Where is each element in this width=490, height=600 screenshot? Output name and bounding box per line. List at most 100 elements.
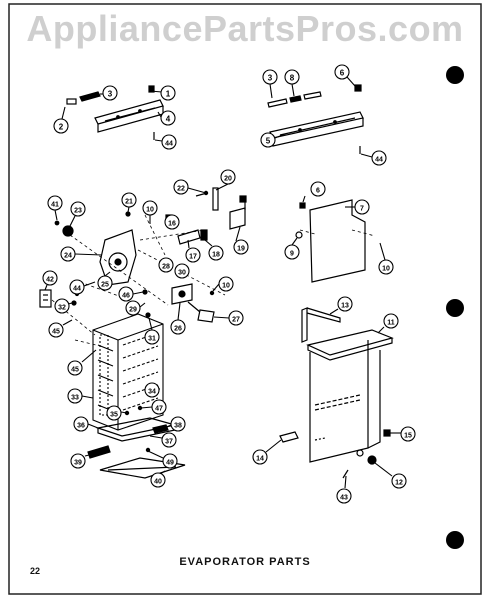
callout-label: 44	[165, 141, 173, 148]
callout-label: 5	[266, 137, 271, 146]
callout: 7	[345, 199, 370, 215]
callout: 4	[157, 110, 176, 126]
callout: 39	[70, 453, 90, 469]
diagram-title: EVAPORATOR PARTS	[179, 556, 311, 568]
callout: 24	[60, 246, 103, 262]
callout-label: 49	[166, 460, 174, 467]
callout: 5	[260, 132, 286, 148]
registration-dot	[446, 299, 464, 317]
part-bracket-top-right	[267, 84, 364, 154]
callout-label: 22	[177, 186, 185, 193]
callout: 23	[69, 201, 86, 227]
callout-label: 20	[224, 176, 232, 183]
callout: 40	[150, 470, 166, 488]
callout-label: 37	[165, 439, 173, 446]
callout-label: 15	[404, 433, 412, 440]
callout-label: 23	[74, 208, 82, 215]
callout: 42	[42, 270, 58, 291]
callout: 10	[378, 242, 394, 275]
callout: 6	[302, 181, 326, 203]
callout: 20	[215, 169, 236, 191]
part-evaporator-coil	[92, 313, 164, 431]
callout: 6	[334, 64, 356, 87]
callout: 45	[48, 319, 73, 338]
callout-label: 36	[77, 423, 85, 430]
callout: 14	[252, 439, 282, 465]
callout-label: 14	[256, 456, 264, 463]
callout-label: 26	[174, 326, 182, 333]
callout-label: 8	[290, 74, 295, 83]
callout: 47	[140, 399, 167, 415]
part-evaporator-cover	[295, 199, 366, 283]
callout-label: 39	[74, 460, 82, 467]
callout-label: 44	[73, 286, 81, 293]
callout: 3	[262, 69, 278, 99]
callout: 35	[106, 405, 128, 421]
callout: 25	[97, 271, 113, 291]
callout-label: 40	[154, 479, 162, 486]
callout: 22	[173, 179, 207, 195]
callout-label: 24	[64, 253, 72, 260]
callout-label: 16	[168, 221, 176, 228]
callout: 3	[100, 85, 118, 101]
callout-label: 19	[237, 246, 245, 253]
callout: 41	[47, 195, 63, 221]
callout-label: 28	[162, 264, 170, 271]
page-border	[8, 3, 482, 595]
registration-dot	[446, 531, 464, 549]
callout: 29	[125, 300, 146, 316]
callout: 31	[144, 317, 160, 345]
callout: 21	[121, 192, 137, 213]
callout: 16	[164, 214, 180, 230]
callout: 10	[142, 200, 158, 224]
callout-label: 32	[58, 305, 66, 312]
callout: 17	[185, 239, 201, 263]
callout: 11	[377, 313, 399, 334]
callout: 38	[166, 416, 186, 432]
callout-label: 44	[375, 157, 383, 164]
callout-label: 41	[51, 202, 59, 209]
callout-label: 18	[212, 252, 220, 259]
callout-label: 42	[46, 277, 54, 284]
callout-label: 43	[340, 495, 348, 502]
callout: 15	[390, 426, 416, 442]
callout: 1	[149, 85, 176, 101]
callout-label: 27	[232, 317, 240, 324]
callout-label: 35	[110, 412, 118, 419]
callout-label: 3	[108, 90, 113, 99]
callout-label: 4	[166, 115, 171, 124]
callout-label: 10	[382, 266, 390, 273]
callout: 43	[336, 475, 352, 504]
callout: 10	[212, 276, 234, 292]
callout: 44	[360, 150, 387, 166]
callout: 8	[284, 69, 300, 97]
callout-label: 29	[129, 307, 137, 314]
callout-label: 6	[340, 69, 345, 78]
callout-labels: 1 2 3 4 44 3 8 6 5 44 22 20 41 23 21 10 …	[42, 64, 416, 504]
callout: 46	[118, 286, 144, 302]
callout-label: 9	[290, 251, 294, 258]
callout: 30	[174, 263, 190, 279]
callout: 28	[158, 257, 174, 273]
callout: 34	[144, 382, 160, 398]
callout-label: 30	[178, 270, 186, 277]
callout-label: 38	[174, 423, 182, 430]
callout-label: 1	[166, 90, 171, 99]
callout: 45	[67, 349, 97, 376]
callout-label: 13	[341, 303, 349, 310]
callout: 2	[53, 106, 69, 134]
callout-label: 33	[71, 395, 79, 402]
callout: 19	[233, 226, 249, 255]
callout-label: 21	[125, 199, 133, 206]
callout: 49	[147, 450, 178, 469]
callout: 37	[149, 432, 177, 448]
callout-label: 3	[268, 74, 273, 83]
callout: 33	[67, 388, 94, 404]
part-bracket-top-left	[66, 85, 164, 140]
callout-label: 34	[148, 389, 156, 396]
callout-label: 45	[52, 329, 60, 336]
registration-dot	[446, 66, 464, 84]
callout-label: 31	[148, 336, 156, 343]
callout-label: 11	[387, 320, 395, 327]
